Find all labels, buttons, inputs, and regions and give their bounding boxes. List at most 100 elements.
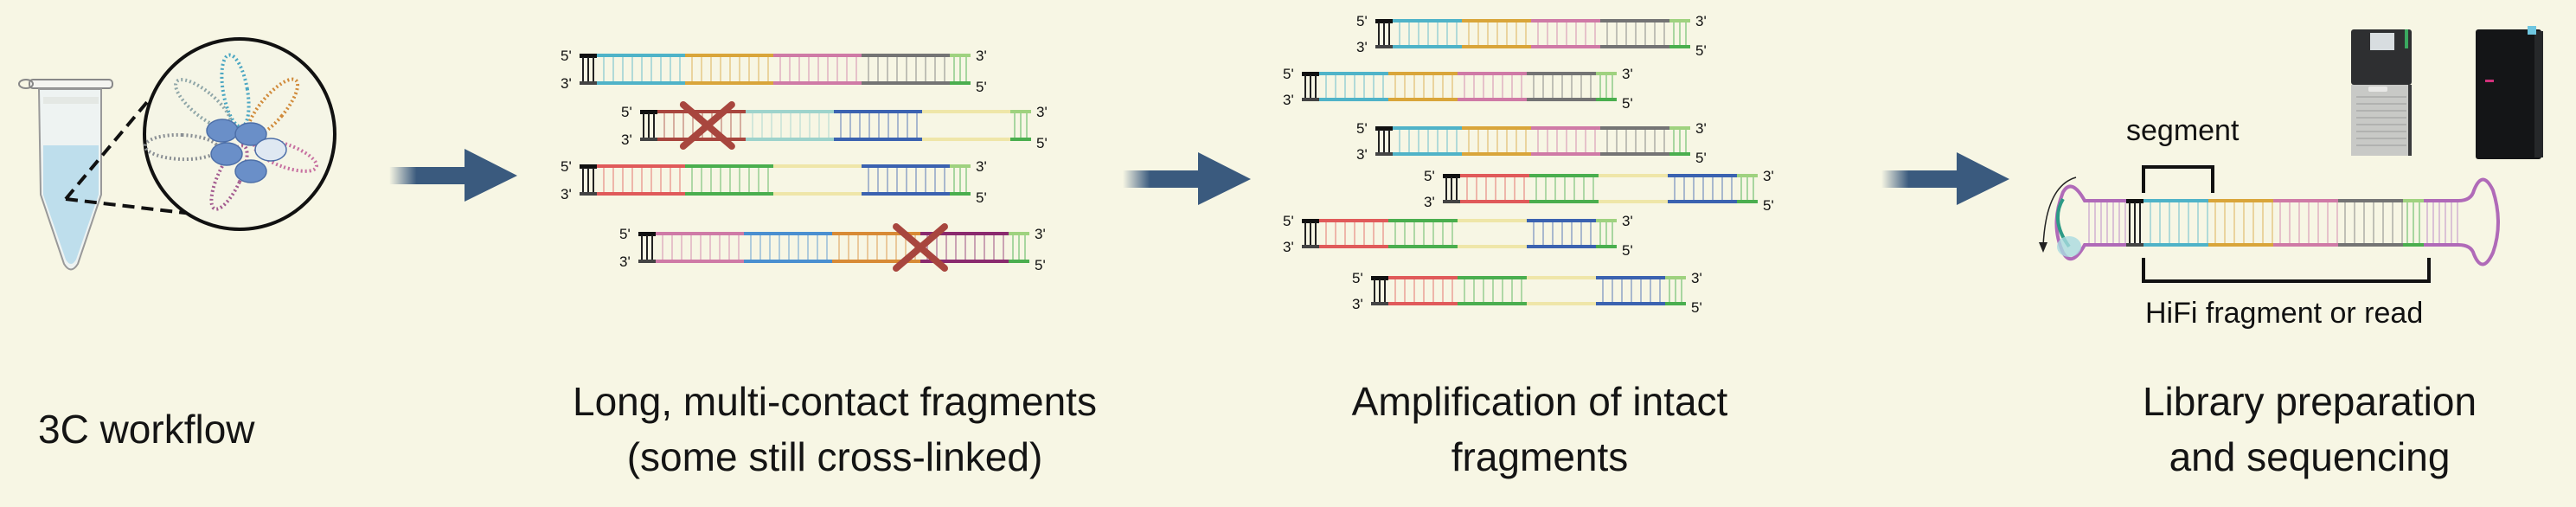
segment-paleyellow [1599,174,1668,203]
adapter-top [580,54,597,58]
three-prime-label: 3' [1622,66,1633,82]
segment-paleyellow [1458,219,1527,248]
read-label: HiFi fragment or read [2145,297,2424,330]
three-prime-label: 3' [1036,104,1048,120]
segment-green [1458,276,1527,305]
caption-library: Library preparation and sequencing [2059,374,2560,485]
dna-fragment: 5' 3' 3' 5' [1283,66,1633,112]
segment-gold [685,54,773,85]
caption-fragments-line2: (some still cross-linked) [626,434,1043,479]
dna-fragment: 5'3'3'5' [1283,213,1633,259]
sequencer-instrument-icon [2476,26,2543,159]
adapter-bottom [580,81,597,85]
sequencer-instrument-icon [2351,29,2412,156]
five-prime-label: 5' [1356,13,1368,29]
five-prime-label: 5' [1283,66,1294,82]
five-prime-label: 5' [1695,42,1707,59]
adapter-top [638,232,656,236]
caption-amplification-line2: fragments [1451,434,1629,479]
five-prime-label: 5' [621,104,632,120]
segment-gold [1462,126,1531,156]
flow-arrow-icon [1123,152,1251,205]
adapter-top [640,110,657,114]
segment-pink [1531,19,1600,48]
segment-blue [862,164,950,196]
segment-blue [834,110,922,141]
segment-gray [2338,199,2403,247]
adapter-bottom [640,138,657,141]
segment-orange [832,232,920,263]
caption-3c-workflow: 3C workflow [38,407,255,452]
segment-green [685,164,773,196]
segment-cyan [1393,19,1462,48]
polymerase-icon [2039,176,2081,257]
adapter-bottom [580,192,597,196]
segment-pink [656,232,744,263]
five-prime-label: 5' [1695,150,1707,166]
caption-amplification-line1: Amplification of intact [1351,379,1728,424]
caption-library-line1: Library preparation [2142,379,2477,424]
dna-fragment: 5'3'3'5' [561,48,987,95]
dna-fragment: 5' 3' 3' 5' [1356,13,1707,59]
segment-cyan [1319,72,1388,101]
three-prime-label: 3' [1352,296,1363,312]
segment-blue [1527,219,1596,248]
segment-cyan [1393,126,1462,156]
three-prime-label: 3' [1283,92,1294,108]
segment-pink [2273,199,2338,247]
segment-gray [1600,126,1669,156]
segment-paleyellow [922,110,1010,141]
segment-pink [773,54,862,85]
crosslink-x-icon [679,101,735,150]
dna-fragment: 5'3'3'5' [619,223,1046,273]
five-prime-label: 5' [976,79,987,95]
segment-gray [862,54,950,85]
segment-cyan [2143,199,2208,247]
adapter-bottom [1302,98,1319,101]
three-prime-label: 3' [1695,120,1707,137]
five-prime-label: 5' [1622,95,1633,112]
five-prime-label: 5' [1035,257,1046,273]
three-prime-label: 3' [1695,13,1707,29]
five-prime-label: 5' [1283,213,1294,229]
segment-red [1319,219,1388,248]
dna-fragment: 5'3'3'5' [621,101,1048,151]
five-prime-label: 5' [561,158,572,175]
three-prime-label: 3' [1622,213,1633,229]
segment-pink [1458,72,1527,101]
adapter-bottom [1302,245,1319,248]
segment-gold [2208,199,2273,247]
three-prime-label: 3' [1356,146,1368,163]
segment-cyan [597,54,685,85]
segment-gray [1600,19,1669,48]
flow-arrow-icon [389,149,517,202]
adapter-top [1375,19,1393,23]
five-prime-label: 5' [1622,242,1633,259]
five-prime-label: 5' [1352,270,1363,286]
hairpin-adapter-right [2457,177,2500,266]
flow-arrow-icon [1881,152,2009,205]
adapter-bottom [1443,200,1460,203]
dna-fragment [2126,199,2424,247]
dna-fragment: 5'3'3'5' [1424,168,1774,214]
five-prime-label: 5' [1691,299,1702,316]
adapter-bottom [1371,302,1388,305]
segment-paleyellow [773,164,862,196]
dna-fragment: 5'3'3'5' [1352,270,1702,316]
five-prime-label: 5' [1424,168,1435,184]
three-prime-label: 3' [1356,39,1368,55]
adapter-bottom [2126,243,2143,247]
adapter-top [1443,174,1460,178]
caption-fragments-line1: Long, multi-contact fragments [573,379,1097,424]
caption-amplification: Amplification of intact fragments [1280,374,1799,485]
three-prime-label: 3' [976,48,987,64]
adapter-top [2126,199,2143,203]
segment-teal [746,110,834,141]
adapter-bottom [1375,152,1393,156]
segment-label: segment [2126,114,2240,147]
adapter-bottom [1375,45,1393,48]
segment-green [1529,174,1599,203]
caption-library-line2: and sequencing [2169,434,2451,479]
